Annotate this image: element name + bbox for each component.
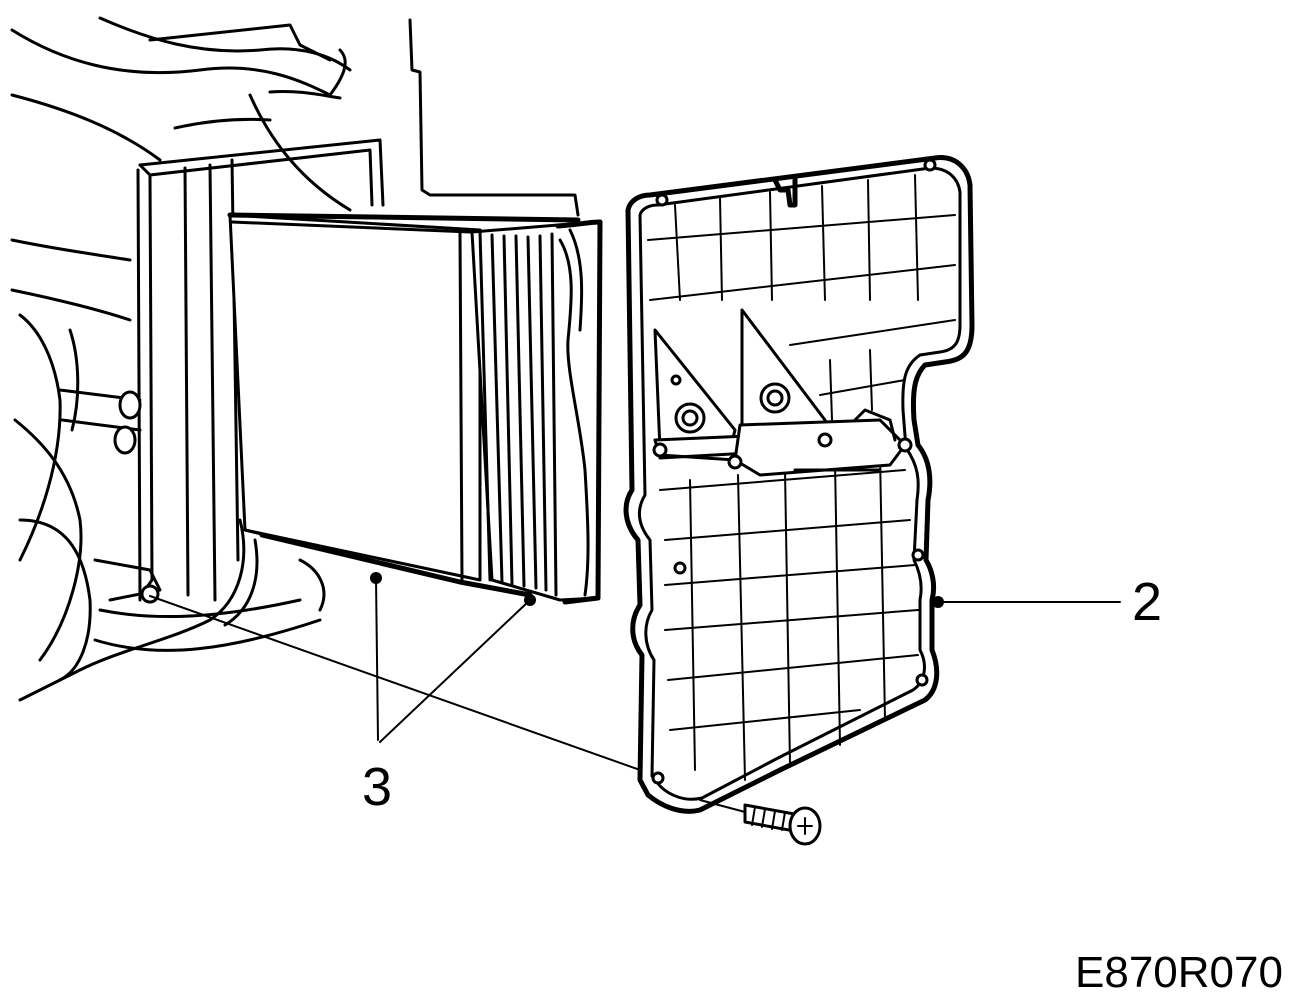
cabin-air-filter (227, 212, 603, 605)
callout-3-label: 3 (362, 757, 392, 817)
cover-plate (623, 155, 975, 814)
dashboard-housing (10, 16, 580, 702)
figure-code: E870R070 (1075, 948, 1283, 997)
mounting-screw (743, 803, 822, 846)
leader-lines (149, 572, 1121, 813)
callout-2-label: 2 (1132, 572, 1162, 632)
